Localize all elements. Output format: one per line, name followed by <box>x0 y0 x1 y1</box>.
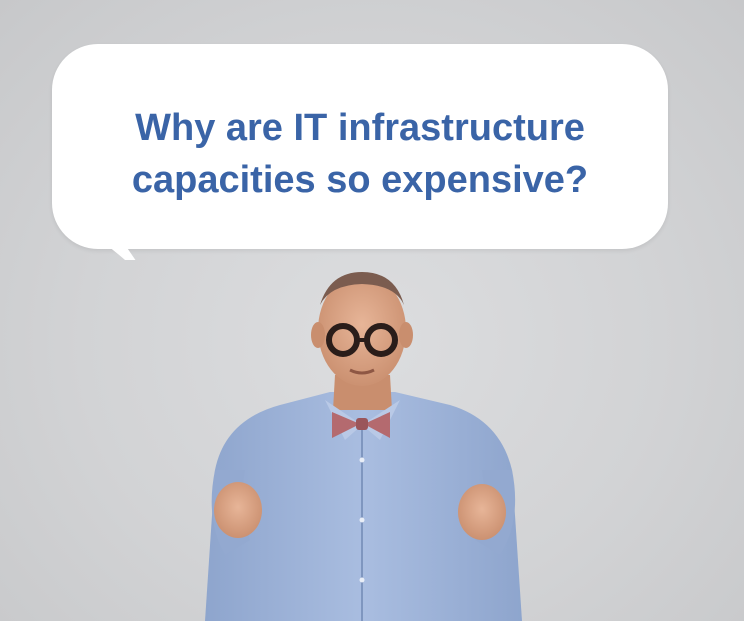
shirt <box>205 392 522 621</box>
right-fist <box>458 484 506 540</box>
bow-tie <box>332 412 390 438</box>
speech-bubble-text: Why are IT infrastructure capacities so … <box>52 102 668 206</box>
speech-bubble: Why are IT infrastructure capacities so … <box>52 44 668 260</box>
speech-bubble-tail <box>100 220 136 260</box>
left-fist <box>214 482 262 538</box>
glasses <box>326 323 398 357</box>
head <box>318 274 406 386</box>
speech-bubble-line-2: capacities so expensive? <box>131 159 589 201</box>
speech-bubble-line-1: Why are IT infrastructure <box>135 107 585 149</box>
